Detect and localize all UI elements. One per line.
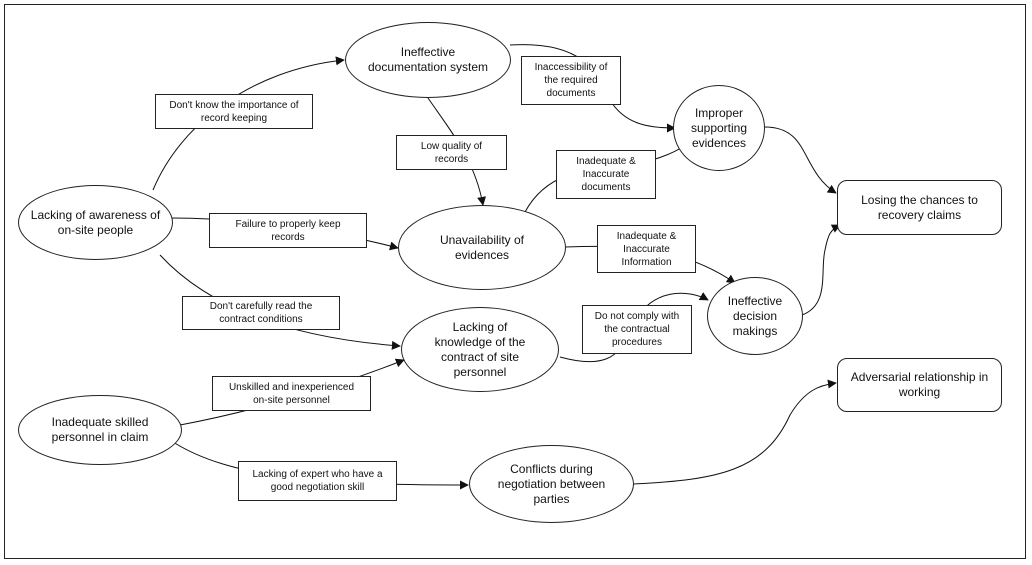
label-dont-read-contract: Don't carefully read the contract condit… — [182, 296, 340, 330]
label-lacking-expert: Lacking of expert who have a good negoti… — [238, 461, 397, 501]
label-unskilled: Unskilled and inexperienced on-site pers… — [212, 376, 371, 411]
node-conflicts: Conflicts during negotiation between par… — [469, 445, 634, 523]
label-inadequate-documents: Inadequate & Inaccurate documents — [556, 150, 656, 199]
edge-improper-to-losing — [764, 126, 837, 194]
node-losing-chances: Losing the chances to recovery claims — [837, 180, 1002, 235]
label-dont-know-importance: Don't know the importance of record keep… — [155, 94, 313, 129]
node-unavailability-evidences: Unavailability of evidences — [398, 205, 566, 290]
edge-decision-to-losing — [801, 224, 841, 316]
label-failure-keep: Failure to properly keep records — [209, 213, 367, 248]
edge-conflicts-to-adversarial — [632, 379, 837, 485]
label-low-quality: Low quality of records — [396, 135, 507, 170]
label-inadequate-information: Inadequate & Inaccurate Information — [597, 225, 696, 273]
node-lacking-knowledge: Lacking of knowledge of the contract of … — [401, 307, 559, 392]
node-inadequate-skilled: Inadequate skilled personnel in claim — [18, 395, 182, 465]
node-improper-supporting: Improper supporting evidences — [673, 85, 765, 171]
label-inaccessibility: Inaccessibility of the required document… — [521, 56, 621, 105]
node-lacking-awareness: Lacking of awareness of on-site people — [18, 185, 173, 260]
node-ineffective-decision: Ineffective decision makings — [707, 277, 803, 355]
diagram-frame — [4, 4, 1026, 559]
node-adversarial: Adversarial relationship in working — [837, 358, 1002, 412]
node-ineffective-documentation: Ineffective documentation system — [345, 22, 511, 98]
label-do-not-comply: Do not comply with the contractual proce… — [582, 305, 692, 354]
